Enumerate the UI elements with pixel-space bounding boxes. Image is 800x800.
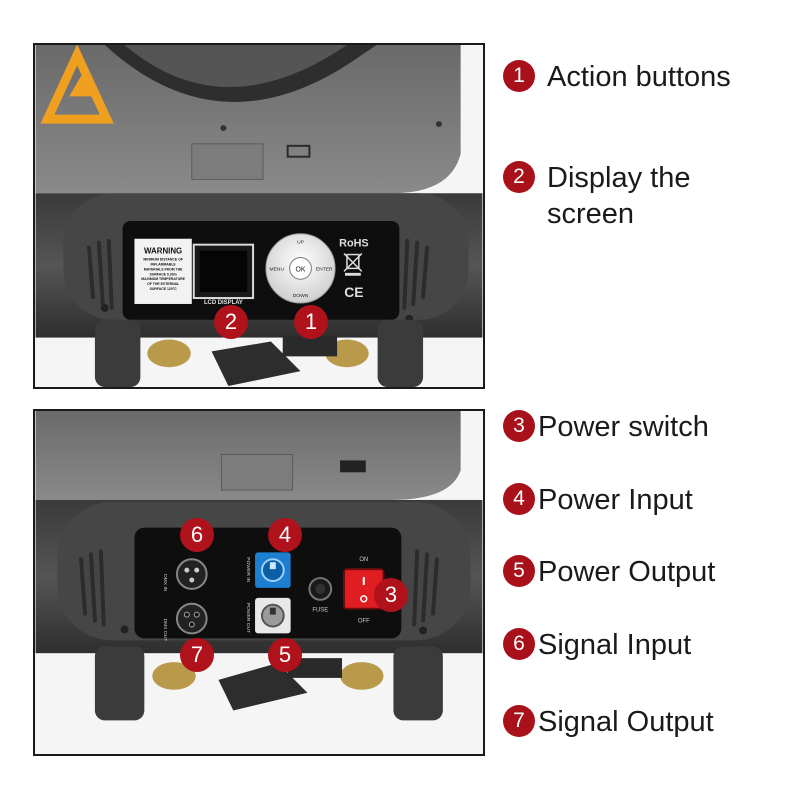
warning-line: OF THE EXTERNAL bbox=[147, 282, 179, 286]
legend-item-action-buttons: 1 Action buttons bbox=[503, 59, 731, 95]
dmx-out-connector bbox=[175, 602, 208, 635]
weee-bin-icon bbox=[343, 253, 363, 276]
legend-number-badge: 1 bbox=[503, 60, 535, 92]
ok-button-label: OK bbox=[296, 266, 306, 273]
dmx-in-connector bbox=[175, 558, 208, 590]
legend-label: Signal Input bbox=[538, 629, 692, 661]
callout-power-output: 5 bbox=[268, 638, 302, 672]
warning-title: WARNING bbox=[144, 247, 182, 256]
legend-number-badge: 3 bbox=[503, 410, 535, 442]
legend-number-badge: 5 bbox=[503, 555, 535, 587]
warning-line: MAXIMUM TEMPERATURE bbox=[141, 277, 185, 281]
callout-signal-output: 7 bbox=[180, 638, 214, 672]
callout-action-buttons: 1 bbox=[294, 305, 328, 339]
legend-label: Signal Output bbox=[538, 706, 714, 738]
warning-line: SURFACE 120°C bbox=[150, 287, 177, 291]
photo-connector-panel: DMX IN DMX OUT POWER IN POWER OUT FUSE O… bbox=[33, 409, 485, 756]
menu-button-label: MENU bbox=[270, 266, 285, 272]
legend-number-badge: 6 bbox=[503, 628, 535, 660]
legend-number-badge: 7 bbox=[503, 705, 535, 737]
legend-label: Display the screen bbox=[547, 162, 691, 230]
power-switch bbox=[343, 568, 385, 610]
connector-panel-illustration: DMX IN DMX OUT POWER IN POWER OUT FUSE O… bbox=[35, 411, 483, 754]
switch-on-label: ON bbox=[359, 557, 368, 563]
dmx-out-label: DMX OUT bbox=[162, 619, 168, 642]
legend-label: Power switch bbox=[538, 411, 709, 443]
rohs-mark: RoHS bbox=[339, 238, 369, 250]
enter-button-label: ENTER bbox=[316, 266, 333, 272]
ce-mark: CE bbox=[344, 284, 363, 300]
legend-item-signal-output: 7 Signal Output bbox=[503, 704, 714, 740]
legend-item-power-input: 4 Power Input bbox=[503, 482, 693, 518]
warning-line: MINIMUM DISTANCE OF bbox=[143, 257, 182, 261]
callout-display: 2 bbox=[214, 305, 248, 339]
legend-item-power-switch: 3 Power switch bbox=[503, 409, 709, 445]
brand-logo-icon bbox=[40, 45, 114, 124]
fuse-holder-icon bbox=[308, 577, 333, 601]
callout-power-input: 4 bbox=[268, 518, 302, 552]
power-in-label: POWER IN bbox=[245, 557, 251, 582]
lcd-display-caption: LCD DISPLAY bbox=[204, 300, 243, 306]
legend-item-power-output: 5 Power Output bbox=[503, 554, 715, 590]
legend-number-badge: 2 bbox=[503, 161, 535, 193]
power-out-label: POWER OUT bbox=[245, 603, 251, 633]
legend-label: Power Output bbox=[538, 556, 716, 588]
up-button-label: UP bbox=[297, 240, 305, 246]
legend-label: Power Input bbox=[538, 484, 693, 516]
switch-off-label: OFF bbox=[358, 619, 370, 625]
warning-line: MATERIALS FROM THE bbox=[144, 267, 183, 271]
callout-power-switch: 3 bbox=[374, 578, 408, 612]
control-panel-illustration: WARNING MINIMUM DISTANCE OF INFLAMMABLE … bbox=[35, 45, 483, 387]
legend-number-badge: 4 bbox=[503, 483, 535, 515]
power-out-connector bbox=[255, 597, 291, 634]
legend-item-display: 2 Display the screen bbox=[503, 160, 690, 232]
legend-item-signal-input: 6 Signal Input bbox=[503, 627, 691, 663]
legend-label: Action buttons bbox=[547, 61, 731, 93]
callout-signal-input: 6 bbox=[180, 518, 214, 552]
warning-line: INFLAMMABLE bbox=[151, 262, 177, 266]
warning-line: SURFACE 0.30m bbox=[150, 272, 177, 276]
dmx-in-label: DMX IN bbox=[162, 574, 168, 592]
fuse-label: FUSE bbox=[312, 608, 328, 614]
photo-control-panel: WARNING MINIMUM DISTANCE OF INFLAMMABLE … bbox=[33, 43, 485, 389]
power-in-connector bbox=[255, 552, 291, 588]
down-button-label: DOWN bbox=[293, 293, 309, 299]
